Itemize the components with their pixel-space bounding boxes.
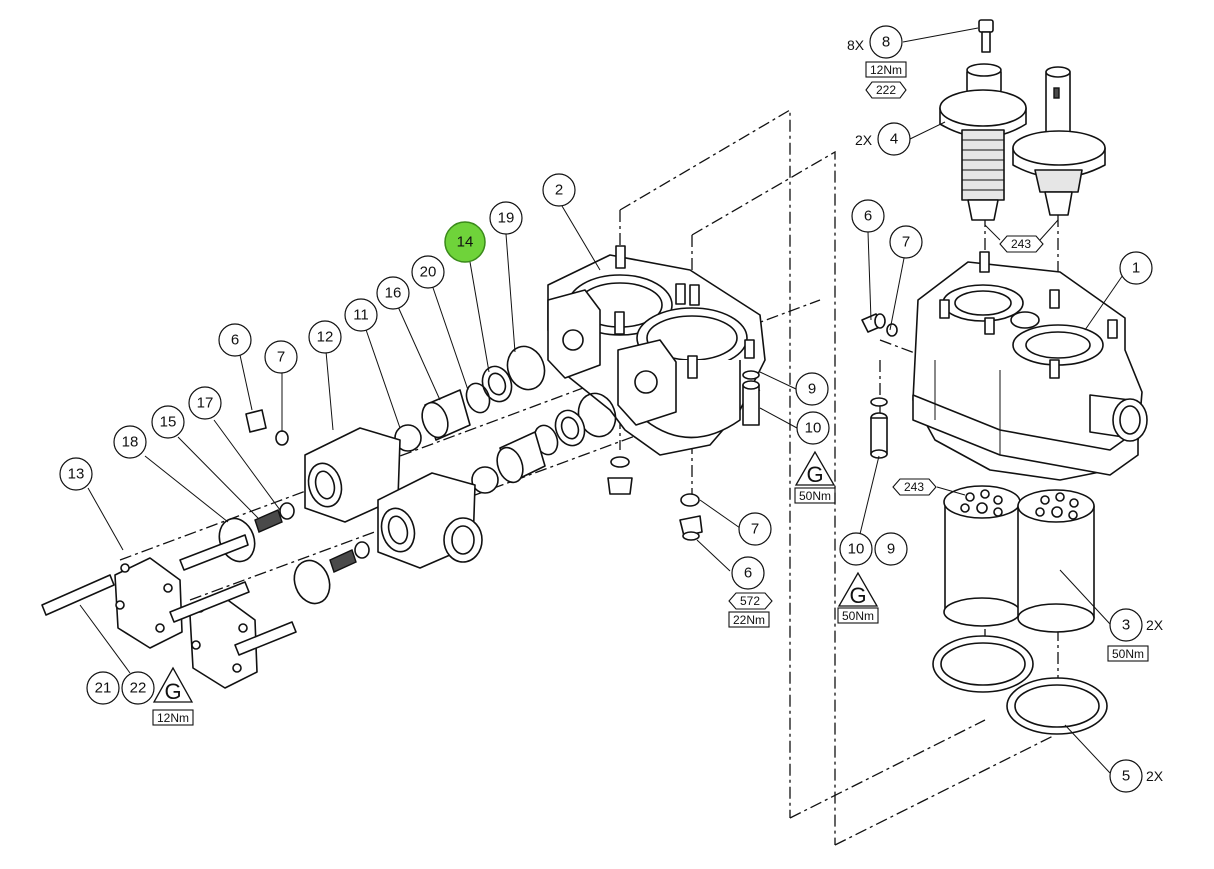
balloon-7-center[interactable]: 7 bbox=[738, 512, 772, 546]
svg-text:13: 13 bbox=[68, 466, 85, 483]
svg-text:4: 4 bbox=[890, 131, 898, 148]
svg-text:7: 7 bbox=[277, 349, 285, 366]
svg-text:3: 3 bbox=[1122, 617, 1130, 634]
svg-text:16: 16 bbox=[385, 285, 402, 302]
bolts-21 bbox=[41, 534, 297, 656]
annotations: 8X 12Nm 222 2X 243 243 G 50Nm 572 22Nm G… bbox=[152, 37, 1164, 784]
balloons: 8 4 6 7 1 2 19 14 20 16 11 12 6 7 9 10 1… bbox=[59, 25, 1153, 793]
svg-text:7: 7 bbox=[751, 521, 759, 538]
balloon-17[interactable]: 17 bbox=[188, 386, 222, 420]
balloon-3[interactable]: 3 bbox=[1109, 608, 1143, 642]
balloon-14-highlighted[interactable]: 14 bbox=[444, 221, 486, 263]
svg-text:7: 7 bbox=[902, 234, 910, 251]
pump-housing-2 bbox=[547, 245, 766, 495]
valve-cage-16 bbox=[421, 389, 546, 484]
hex-222: 222 bbox=[876, 83, 896, 97]
qty-8: 8X bbox=[847, 37, 865, 53]
balloon-16[interactable]: 16 bbox=[376, 276, 410, 310]
valve-actuator-4-left bbox=[939, 63, 1027, 221]
svg-text:10: 10 bbox=[848, 541, 865, 558]
grease-symbol-c: G bbox=[164, 679, 181, 704]
svg-text:10: 10 bbox=[805, 420, 822, 437]
svg-text:6: 6 bbox=[231, 332, 239, 349]
torque-12nm-top: 12Nm bbox=[870, 63, 902, 77]
balloon-6-center[interactable]: 6 bbox=[731, 556, 765, 590]
ring-5 bbox=[932, 635, 1108, 735]
cartridge-3 bbox=[943, 485, 1095, 633]
cover-13 bbox=[114, 557, 258, 689]
balloon-10[interactable]: 10 bbox=[796, 411, 830, 445]
balloon-2[interactable]: 2 bbox=[542, 173, 576, 207]
svg-text:14: 14 bbox=[457, 234, 474, 251]
balloon-11[interactable]: 11 bbox=[344, 298, 378, 332]
balloon-12[interactable]: 12 bbox=[308, 320, 342, 354]
balloon-13[interactable]: 13 bbox=[59, 457, 93, 491]
hex-243-side: 243 bbox=[904, 480, 924, 494]
svg-text:18: 18 bbox=[122, 434, 139, 451]
balloon-15[interactable]: 15 bbox=[151, 405, 185, 439]
main-body-1 bbox=[912, 251, 1148, 481]
qty-3: 2X bbox=[1146, 617, 1164, 633]
bolt-8 bbox=[978, 19, 994, 53]
svg-text:11: 11 bbox=[353, 307, 369, 324]
svg-text:1: 1 bbox=[1132, 260, 1140, 277]
svg-text:17: 17 bbox=[197, 395, 214, 412]
plug-6-right bbox=[861, 313, 898, 337]
balloon-6-left[interactable]: 6 bbox=[218, 323, 252, 357]
balloon-6-right[interactable]: 6 bbox=[851, 199, 885, 233]
svg-text:20: 20 bbox=[420, 264, 437, 281]
svg-text:6: 6 bbox=[864, 208, 872, 225]
svg-text:5: 5 bbox=[1122, 768, 1130, 785]
balloon-9[interactable]: 9 bbox=[795, 372, 829, 406]
hex-572: 572 bbox=[740, 594, 760, 608]
svg-text:22: 22 bbox=[130, 680, 147, 697]
spring-15 bbox=[254, 502, 370, 573]
hex-243-top: 243 bbox=[1011, 237, 1031, 251]
torque-12nm-bottom: 12Nm bbox=[157, 711, 189, 725]
balloon-21[interactable]: 21 bbox=[86, 671, 120, 705]
grease-symbol-a: G bbox=[806, 462, 823, 487]
balloon-5[interactable]: 5 bbox=[1109, 759, 1143, 793]
balloon-1[interactable]: 1 bbox=[1119, 251, 1153, 285]
torque-50nm-c: 50Nm bbox=[1112, 647, 1144, 661]
plug-6-left bbox=[245, 409, 289, 446]
balloon-18[interactable]: 18 bbox=[113, 425, 147, 459]
seal-14 bbox=[481, 365, 586, 447]
balloon-9-right[interactable]: 9 bbox=[874, 532, 908, 566]
svg-text:19: 19 bbox=[498, 210, 515, 227]
balloon-7-left[interactable]: 7 bbox=[264, 340, 298, 374]
svg-text:12: 12 bbox=[317, 329, 334, 346]
svg-text:21: 21 bbox=[95, 680, 112, 697]
torque-50nm-a: 50Nm bbox=[799, 489, 831, 503]
valve-actuator-4-right bbox=[1012, 66, 1106, 216]
svg-text:6: 6 bbox=[744, 565, 752, 582]
torque-22nm: 22Nm bbox=[733, 613, 765, 627]
svg-text:9: 9 bbox=[808, 381, 816, 398]
qty-5: 2X bbox=[1146, 768, 1164, 784]
leader-lines bbox=[79, 27, 1126, 774]
valve-block-12 bbox=[304, 427, 483, 569]
balloon-4[interactable]: 4 bbox=[877, 122, 911, 156]
balloon-20[interactable]: 20 bbox=[411, 255, 445, 289]
balloon-7-right[interactable]: 7 bbox=[889, 225, 923, 259]
ball-11 bbox=[394, 424, 499, 494]
svg-text:2: 2 bbox=[555, 182, 563, 199]
balloon-22[interactable]: 22 bbox=[121, 671, 155, 705]
torque-50nm-b: 50Nm bbox=[842, 609, 874, 623]
plug-6-center bbox=[679, 493, 703, 541]
svg-text:8: 8 bbox=[882, 34, 890, 51]
balloon-8[interactable]: 8 bbox=[869, 25, 903, 59]
grease-symbol-b: G bbox=[849, 583, 866, 608]
balloon-19[interactable]: 19 bbox=[489, 201, 523, 235]
screw-10-right bbox=[870, 397, 888, 459]
svg-text:15: 15 bbox=[160, 414, 177, 431]
svg-text:9: 9 bbox=[887, 541, 895, 558]
assembly-dashed-lines bbox=[119, 100, 1059, 846]
balloon-10-right[interactable]: 10 bbox=[839, 532, 873, 566]
qty-4: 2X bbox=[855, 132, 873, 148]
